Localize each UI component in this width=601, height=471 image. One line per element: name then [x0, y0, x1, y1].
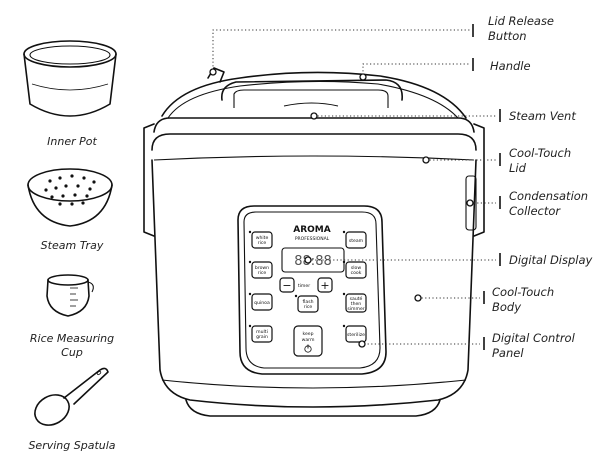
flash-rice-button[interactable]: flash rice [297, 295, 319, 313]
rice-cup-label-line1: Rice Measuring [30, 332, 114, 345]
brand-logo-text: AROMA [293, 225, 331, 235]
svg-text:brown: brown [255, 265, 269, 271]
svg-text:sauté: sauté [350, 295, 363, 302]
svg-text:+: + [320, 279, 329, 292]
sterilize-button[interactable]: sterilize [345, 325, 367, 343]
lid-release-label-line1: Lid Release [488, 14, 554, 28]
timer-plus-button[interactable]: + [317, 277, 333, 293]
callout-leaders [209, 24, 501, 350]
svg-text:warm: warm [302, 337, 315, 343]
serving-spatula-illustration [34, 367, 109, 426]
white-rice-button[interactable]: white rice [251, 231, 273, 249]
brown-rice-button[interactable]: brown rice [251, 261, 273, 279]
timer-label: timer [298, 283, 310, 289]
condensation-label-line2: Collector [509, 204, 561, 218]
digital-display-label: Digital Display [509, 253, 593, 267]
rice-measuring-cup-illustration [46, 274, 94, 317]
steam-tray-illustration [27, 168, 113, 227]
quinoa-button[interactable]: quinoa [251, 293, 273, 311]
slow-cook-button[interactable]: slow cook [345, 261, 367, 279]
saute-then-simmer-button[interactable]: sauté then simmer [345, 293, 367, 313]
inner-pot-illustration [23, 40, 117, 117]
control-panel-label-line1: Digital Control [492, 331, 576, 345]
svg-text:multi: multi [256, 329, 268, 335]
svg-text:rice: rice [258, 270, 267, 276]
svg-text:simmer: simmer [347, 306, 364, 312]
lid-release-label-line2: Button [488, 29, 527, 43]
rice-cup-label-line2: Cup [61, 346, 83, 359]
steam-vent-label: Steam Vent [509, 109, 576, 123]
keep-warm-button[interactable]: keep warm [293, 325, 323, 357]
control-panel-label-line2: Panel [492, 346, 524, 360]
steam-tray-label: Steam Tray [41, 239, 104, 252]
svg-text:cook: cook [351, 270, 362, 276]
cool-touch-lid-label-line1: Cool-Touch [509, 146, 571, 160]
svg-text:rice: rice [304, 304, 313, 310]
serving-spatula-label: Serving Spatula [28, 439, 115, 452]
cool-touch-body-label-line1: Cool-Touch [492, 285, 554, 299]
timer-minus-button[interactable]: − [279, 277, 295, 293]
steam-button[interactable]: steam [345, 231, 367, 249]
svg-text:rice: rice [258, 240, 267, 246]
multigrain-button[interactable]: multi grain [251, 325, 273, 343]
svg-text:white: white [256, 235, 269, 241]
rice-cooker-illustration [143, 67, 485, 417]
svg-text:steam: steam [349, 238, 364, 244]
brand-sub-text: PROFESSIONAL [295, 236, 330, 242]
svg-text:−: − [282, 279, 291, 292]
cool-touch-body-label-line2: Body [492, 300, 521, 314]
svg-text:keep: keep [302, 331, 313, 337]
svg-text:slow: slow [351, 265, 361, 271]
svg-text:sterilize: sterilize [347, 332, 365, 338]
display-readout: 88:88 [294, 254, 331, 269]
svg-text:flash: flash [302, 299, 313, 305]
svg-text:then: then [351, 301, 362, 307]
handle-label: Handle [490, 59, 531, 73]
cool-touch-lid-label-line2: Lid [509, 161, 527, 175]
inner-pot-label: Inner Pot [47, 135, 97, 148]
svg-text:grain: grain [256, 334, 268, 340]
condensation-label-line1: Condensation [509, 189, 588, 203]
digital-control-panel: AROMA PROFESSIONAL 88:88 white rice stea… [237, 205, 387, 375]
svg-text:quinoa: quinoa [254, 300, 270, 306]
